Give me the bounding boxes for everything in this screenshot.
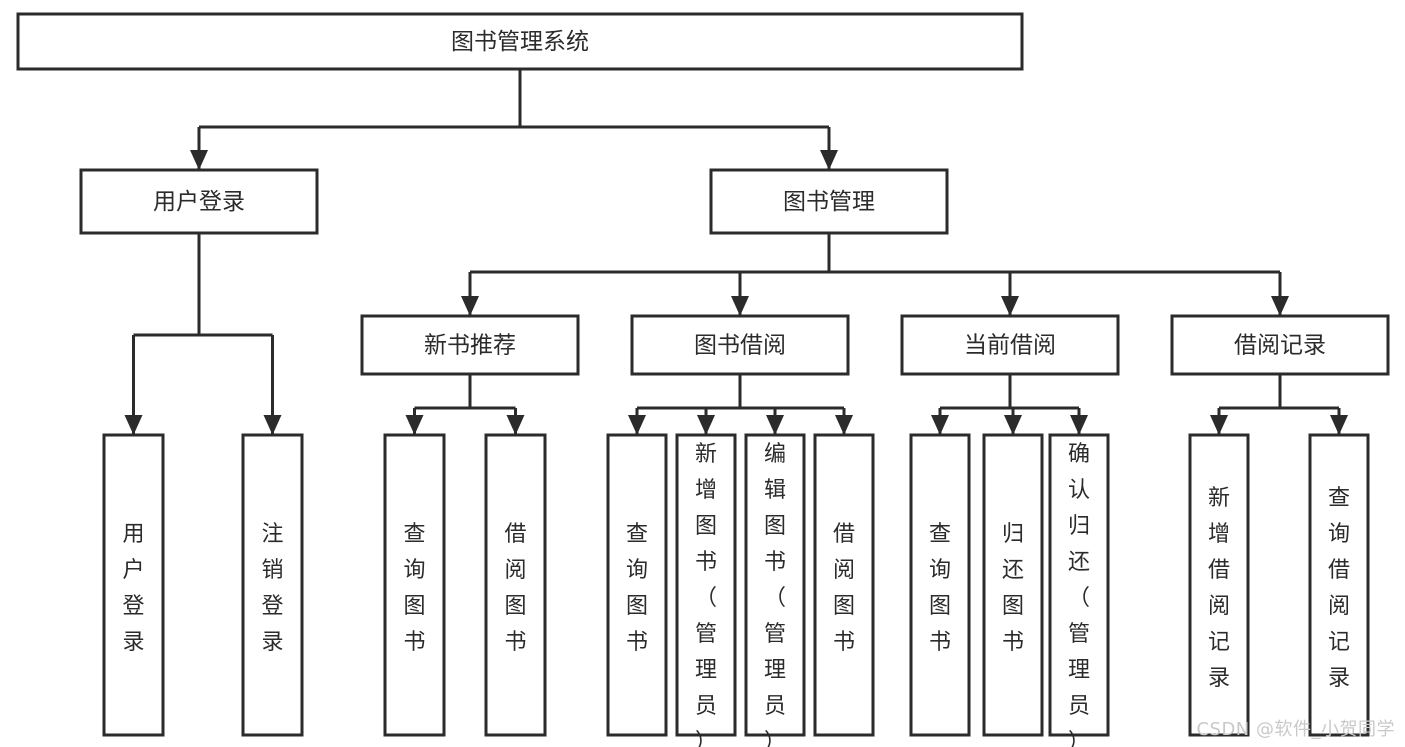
node-user-login-box[interactable] <box>79 168 319 235</box>
node-leaf-query-book-1-label: 查询图书 <box>403 522 425 655</box>
arrow-head-icon <box>731 296 749 316</box>
arrow-head-icon <box>628 415 646 435</box>
node-leaf-query-book-3-box[interactable] <box>909 433 971 737</box>
arrow-head-icon <box>1070 415 1088 435</box>
node-book-manage-box[interactable] <box>709 168 949 235</box>
node-leaf-query-book-1[interactable]: 查询图书 <box>383 433 446 737</box>
arrow-head-icon <box>461 296 479 316</box>
node-leaf-confirm-return[interactable]: 确认归还（管理员） <box>1048 433 1110 747</box>
node-leaf-query-book-2[interactable]: 查询图书 <box>606 433 668 737</box>
arrow-head-icon <box>697 415 715 435</box>
node-leaf-query-book-3-label: 查询图书 <box>929 522 951 655</box>
arrow-head-icon <box>931 415 949 435</box>
arrow-head-icon <box>506 415 525 435</box>
node-leaf-borrow-book-2[interactable]: 借阅图书 <box>813 433 875 737</box>
node-leaf-add-record[interactable]: 新增借阅记录 <box>1188 433 1250 737</box>
node-root-label: 图书管理系统 <box>451 29 589 55</box>
arrow-head-icon <box>263 415 282 435</box>
arrow-head-icon <box>124 415 143 435</box>
node-leaf-user-login-label: 用户登录 <box>122 522 144 655</box>
arrow-head-icon <box>1330 415 1348 435</box>
node-leaf-return-book-box[interactable] <box>982 433 1044 737</box>
arrow-head-icon <box>1210 415 1228 435</box>
node-leaf-user-login[interactable]: 用户登录 <box>102 433 165 737</box>
node-book-borrow-label: 图书借阅 <box>694 333 786 359</box>
node-leaf-user-login-box[interactable] <box>102 433 165 737</box>
node-book-borrow-box[interactable] <box>630 314 850 376</box>
node-leaf-add-book[interactable]: 新增图书（管理员） <box>675 433 737 747</box>
node-new-book-recommend-box[interactable] <box>360 314 580 376</box>
node-leaf-query-record-label: 查询借阅记录 <box>1328 486 1350 691</box>
node-leaf-borrow-book-1[interactable]: 借阅图书 <box>484 433 547 737</box>
node-current-borrow-box[interactable] <box>900 314 1120 376</box>
arrow-head-icon <box>1271 296 1289 316</box>
arrow-head-icon <box>1001 296 1019 316</box>
arrow-head-icon <box>190 150 208 170</box>
node-user-login-label: 用户登录 <box>153 189 245 215</box>
node-current-borrow-label: 当前借阅 <box>964 333 1056 359</box>
arrow-head-icon <box>820 150 838 170</box>
arrow-head-icon <box>405 415 424 435</box>
node-leaf-add-record-label: 新增借阅记录 <box>1208 486 1230 691</box>
node-layer: 图书管理系统用户登录图书管理新书推荐图书借阅当前借阅借阅记录用户登录注销登录查询… <box>16 12 1390 747</box>
node-leaf-query-book-3[interactable]: 查询图书 <box>909 433 971 737</box>
node-leaf-query-book-2-label: 查询图书 <box>626 522 648 655</box>
node-leaf-query-record[interactable]: 查询借阅记录 <box>1308 433 1370 737</box>
node-root[interactable]: 图书管理系统 <box>16 12 1024 71</box>
node-leaf-edit-book-box[interactable] <box>744 433 806 737</box>
node-new-book-recommend[interactable]: 新书推荐 <box>360 314 580 376</box>
node-book-manage-label: 图书管理 <box>783 189 875 215</box>
node-book-manage[interactable]: 图书管理 <box>709 168 949 235</box>
node-root-box[interactable] <box>16 12 1024 71</box>
node-leaf-query-book-1-box[interactable] <box>383 433 446 737</box>
node-leaf-query-book-2-box[interactable] <box>606 433 668 737</box>
connector-layer <box>124 69 1348 435</box>
csdn-watermark: CSDN @软件_小贺同学 <box>1196 719 1395 740</box>
node-leaf-edit-book[interactable]: 编辑图书（管理员） <box>744 433 806 747</box>
node-leaf-borrow-book-1-label: 借阅图书 <box>504 522 526 655</box>
arrow-head-icon <box>835 415 853 435</box>
node-leaf-confirm-return-label: 确认归还（管理员） <box>1068 442 1090 747</box>
node-leaf-add-book-label: 新增图书（管理员） <box>695 442 717 747</box>
node-borrow-record-box[interactable] <box>1170 314 1390 376</box>
node-leaf-borrow-book-2-box[interactable] <box>813 433 875 737</box>
node-leaf-borrow-book-1-box[interactable] <box>484 433 547 737</box>
node-current-borrow[interactable]: 当前借阅 <box>900 314 1120 376</box>
node-leaf-return-book-label: 归还图书 <box>1002 522 1024 655</box>
node-leaf-query-record-box[interactable] <box>1308 433 1370 737</box>
node-book-borrow[interactable]: 图书借阅 <box>630 314 850 376</box>
node-leaf-add-record-box[interactable] <box>1188 433 1250 737</box>
node-user-login[interactable]: 用户登录 <box>79 168 319 235</box>
node-leaf-user-logout[interactable]: 注销登录 <box>241 433 304 737</box>
node-leaf-return-book[interactable]: 归还图书 <box>982 433 1044 737</box>
node-leaf-confirm-return-box[interactable] <box>1048 433 1110 737</box>
node-leaf-add-book-box[interactable] <box>675 433 737 737</box>
node-borrow-record-label: 借阅记录 <box>1234 333 1326 359</box>
node-leaf-edit-book-label: 编辑图书（管理员） <box>764 442 786 747</box>
arrow-head-icon <box>1004 415 1022 435</box>
node-leaf-user-logout-box[interactable] <box>241 433 304 737</box>
node-leaf-borrow-book-2-label: 借阅图书 <box>833 522 855 655</box>
node-leaf-user-logout-label: 注销登录 <box>261 522 283 655</box>
arrow-head-icon <box>766 415 784 435</box>
node-borrow-record[interactable]: 借阅记录 <box>1170 314 1390 376</box>
node-new-book-recommend-label: 新书推荐 <box>424 333 516 359</box>
